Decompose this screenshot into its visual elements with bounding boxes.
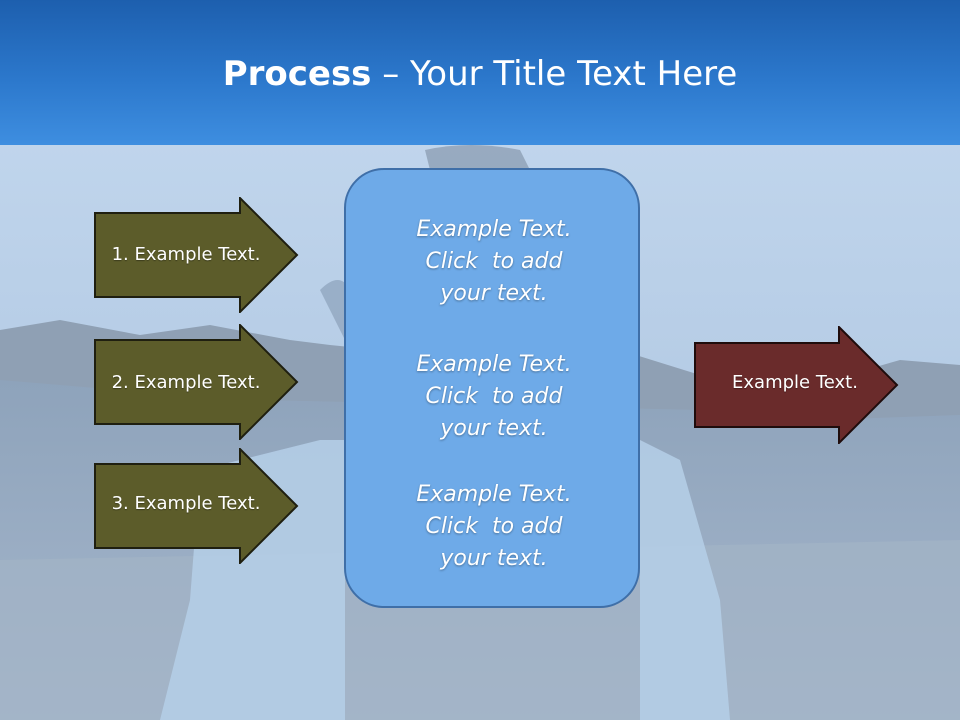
center-block-1: Example Text. Click to add your text.	[346, 214, 642, 310]
center-block-3: Example Text. Click to add your text.	[346, 479, 642, 575]
title-bold: Process	[222, 54, 372, 94]
center-block-1-line1: Example Text.	[416, 217, 572, 242]
right-arrow-label: Example Text.	[732, 372, 858, 393]
header-bar	[0, 0, 960, 145]
left-arrow-3-label: 3. Example Text.	[111, 493, 261, 514]
slide-title: Process – Your Title Text Here	[0, 52, 960, 96]
left-arrow-2-label: 2. Example Text.	[111, 372, 261, 393]
title-rest: – Your Title Text Here	[371, 54, 738, 94]
center-text-box[interactable]: Example Text. Click to add your text. Ex…	[344, 168, 640, 608]
left-arrow-1[interactable]	[94, 197, 300, 313]
center-block-2-line2: Click to add	[425, 384, 563, 409]
center-block-1-line2: Click to add	[425, 249, 563, 274]
center-block-3-line3: your text.	[440, 546, 548, 571]
center-block-2: Example Text. Click to add your text.	[346, 349, 642, 445]
center-block-3-line1: Example Text.	[416, 482, 572, 507]
center-block-2-line1: Example Text.	[416, 352, 572, 377]
center-block-2-line3: your text.	[440, 416, 548, 441]
center-block-3-line2: Click to add	[425, 514, 563, 539]
left-arrow-3[interactable]	[94, 448, 300, 564]
left-arrow-2[interactable]	[94, 324, 300, 440]
center-block-1-line3: your text.	[440, 281, 548, 306]
right-arrow[interactable]	[694, 326, 900, 444]
left-arrow-1-label: 1. Example Text.	[111, 244, 261, 265]
